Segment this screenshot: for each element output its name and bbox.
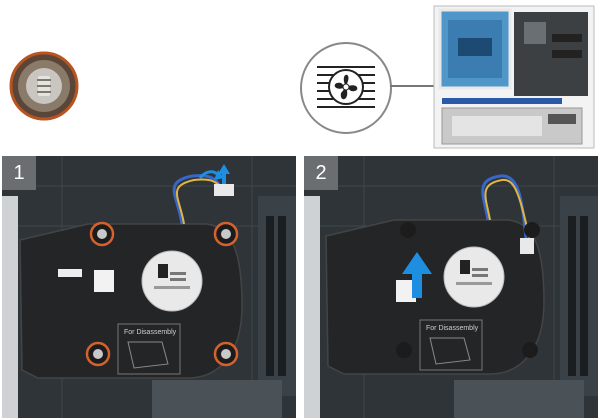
captive-screw [396,342,412,358]
captive-screw [89,221,115,247]
step-number-badge: 1 [2,156,36,190]
step-1-illustration: For Disassembly [2,156,296,418]
for-disassembly-label: For Disassembly [426,325,479,332]
step-2-panel: 2 For Disassembly [304,156,598,418]
captive-screw [400,222,416,238]
step-2-illustration: For Disassembly [304,156,598,418]
callout-leader-line [390,85,460,87]
lift-arrow-icon [402,252,432,298]
captive-screw-icon [9,51,79,121]
captive-screw [213,221,239,247]
captive-screw-callout [8,50,80,122]
lift-arrow-icon [218,164,230,184]
captive-screw [522,342,538,358]
captive-screw [85,341,111,367]
step-1-panel: 1 For Disassembly [2,156,296,418]
captive-screw [524,222,540,238]
fan-heatsink-icon [300,42,392,134]
captive-screw [213,341,239,367]
disconnect-rotate-icon [198,170,224,180]
chassis-location-thumbnail [432,4,596,150]
step-number-badge: 2 [304,156,338,190]
for-disassembly-label: For Disassembly [124,329,177,336]
